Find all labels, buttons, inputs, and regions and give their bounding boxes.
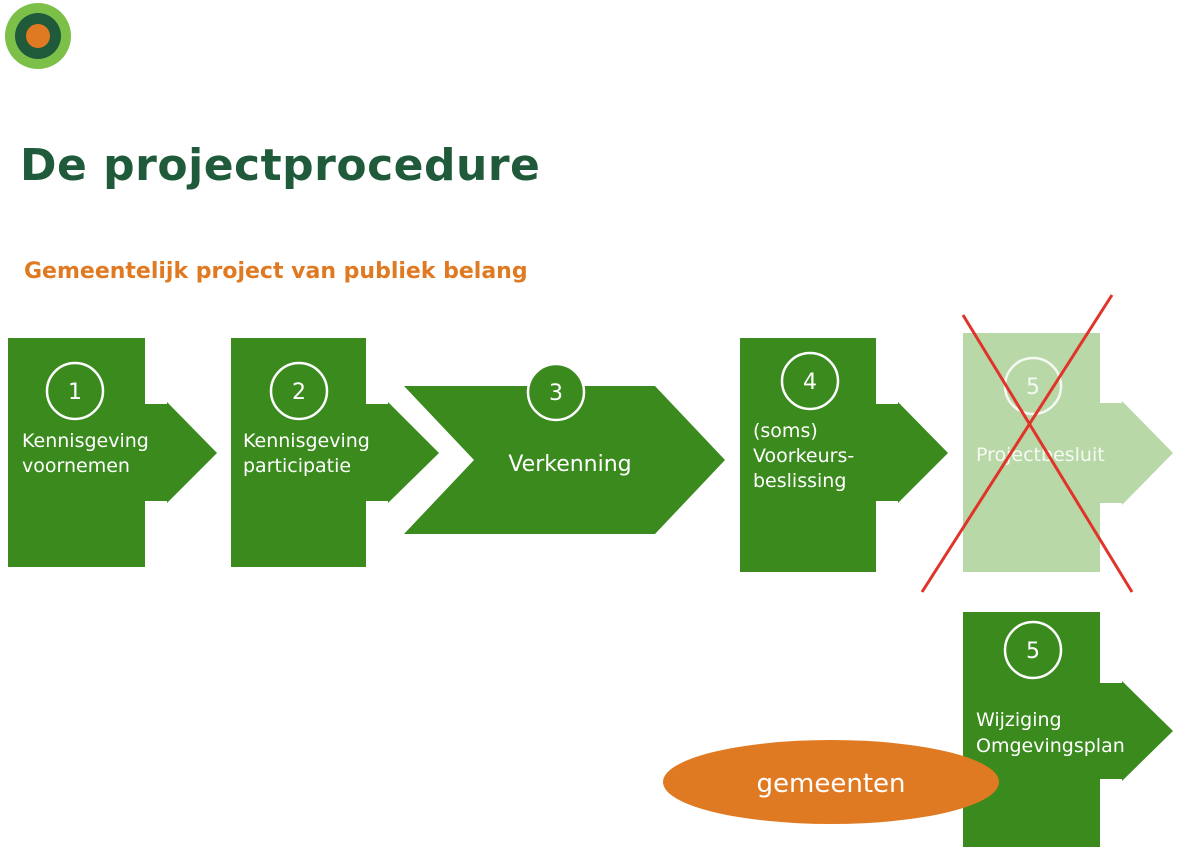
- step-4-number-circle: [780, 351, 840, 411]
- gemeenten-ellipse: gemeenten: [663, 740, 999, 824]
- step-4: 4 (soms) Voorkeurs- beslissing: [740, 338, 948, 572]
- step-2-shape: [231, 338, 439, 567]
- step-2-number-circle: [269, 361, 329, 421]
- step-2: 2 Kennisgeving participatie: [231, 338, 439, 567]
- logo-icon: [5, 3, 71, 69]
- step-1-shape: [8, 338, 217, 567]
- step-5-faded-shape: [963, 333, 1173, 572]
- step-1-number-circle: [45, 361, 105, 421]
- step-3-label: Verkenning: [508, 452, 631, 477]
- step-4-label-line2: Voorkeurs-: [753, 445, 854, 467]
- gemeenten-ellipse-shape: [663, 740, 999, 824]
- step-5-label-line1: Wijziging: [976, 709, 1062, 731]
- step-3-number: 3: [549, 381, 563, 406]
- page-subtitle: Gemeentelijk project van publiek belang: [24, 259, 528, 284]
- step-5-faded-number: 5: [1026, 375, 1040, 400]
- step-3-shape: [404, 386, 725, 534]
- step-4-label-line3: beslissing: [753, 470, 846, 492]
- step-1: 1 Kennisgeving voornemen: [8, 338, 217, 567]
- red-cross-line-1: [961, 314, 1134, 593]
- step-1-number: 1: [68, 380, 82, 405]
- step-5-wijziging: 5 Wijziging Omgevingsplan: [963, 612, 1173, 847]
- step-3-number-circle: [526, 362, 586, 422]
- step-4-number: 4: [803, 370, 817, 395]
- step-5-label-line2: Omgevingsplan: [976, 735, 1125, 757]
- step-4-shape: [740, 338, 948, 572]
- red-cross-line-2: [920, 294, 1114, 593]
- step-3: 3 Verkenning: [404, 362, 725, 534]
- step-1-label-line2: voornemen: [22, 455, 130, 477]
- page-title: De projectprocedure: [20, 140, 541, 191]
- step-2-label-line2: participatie: [243, 455, 351, 477]
- step-2-label-line1: Kennisgeving: [243, 430, 370, 452]
- step-2-number: 2: [292, 380, 306, 405]
- step-1-label-line1: Kennisgeving: [22, 430, 149, 452]
- step-5-number-circle: [1003, 620, 1063, 680]
- step-5-number: 5: [1026, 639, 1040, 664]
- step-4-label-line1: (soms): [753, 420, 818, 442]
- step-5-faded-label: Projectbesluit: [976, 444, 1105, 466]
- gemeenten-label: gemeenten: [757, 769, 906, 799]
- step-5-projectbesluit: 5 Projectbesluit: [920, 294, 1173, 593]
